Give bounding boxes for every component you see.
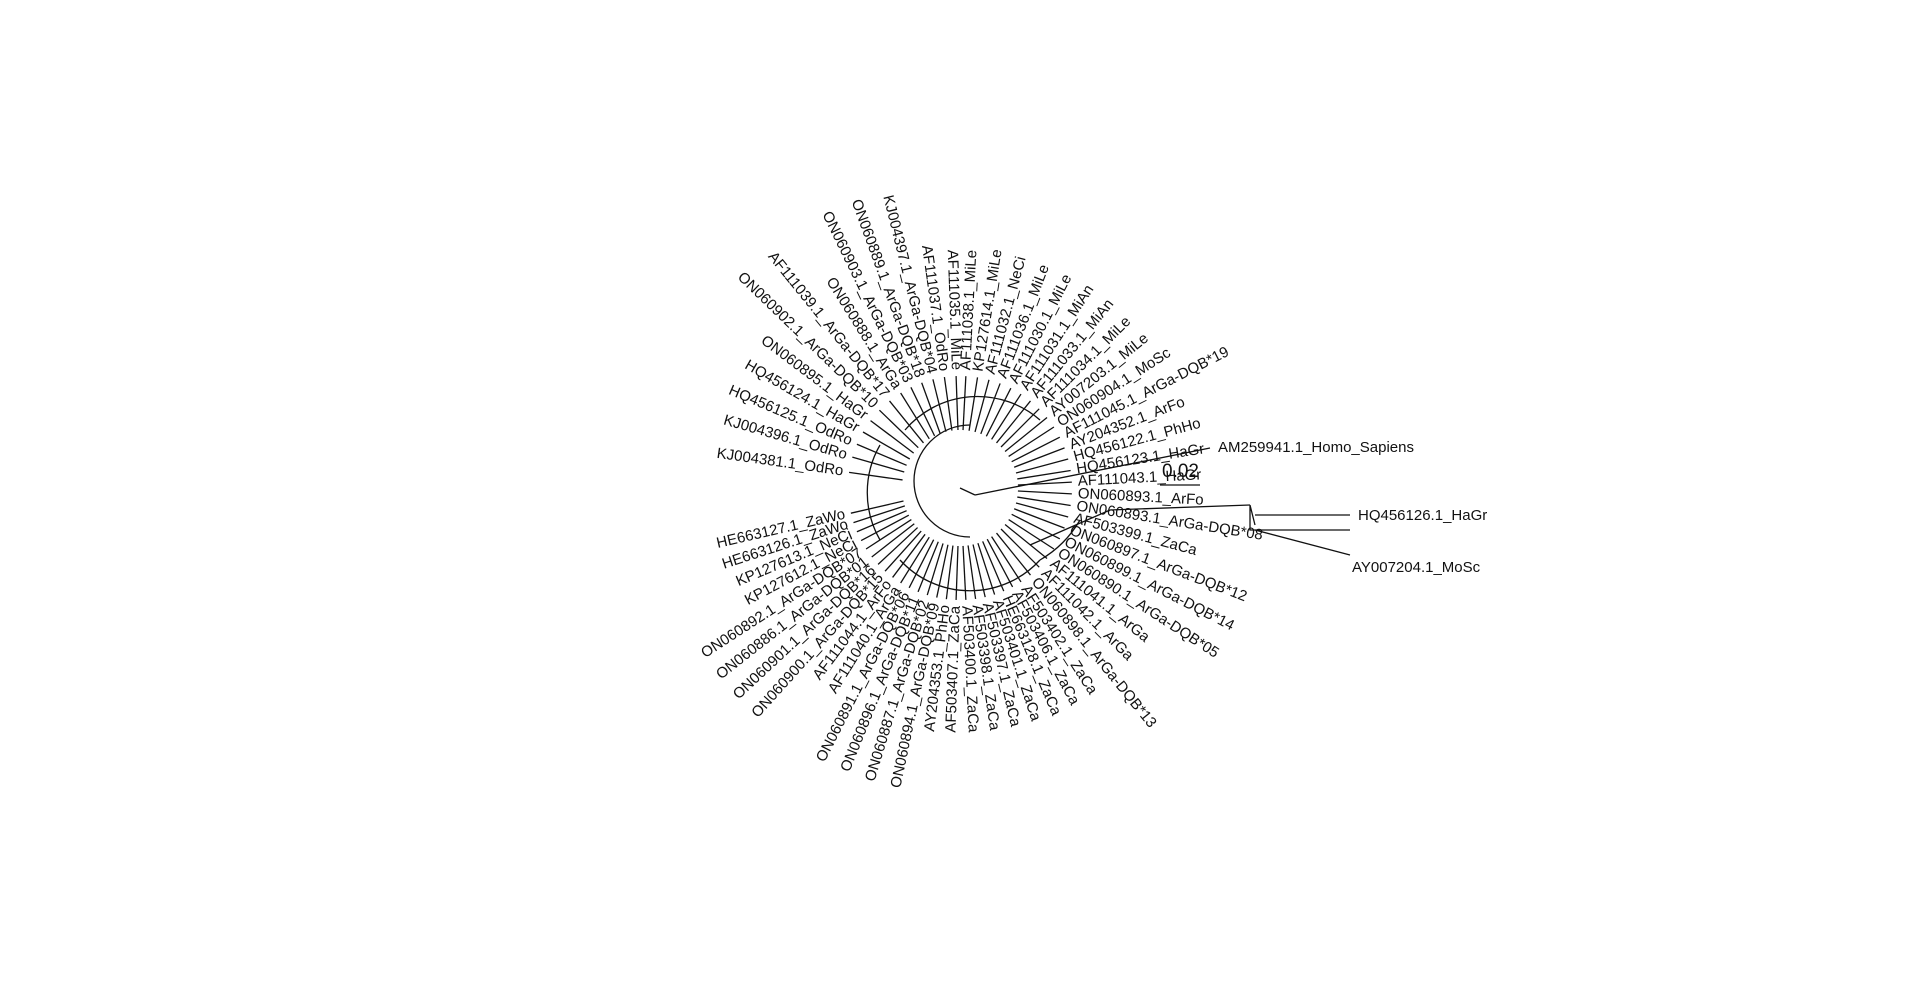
leaf-branch xyxy=(955,545,959,600)
leaf-branch xyxy=(1004,417,1048,453)
leaf-branch xyxy=(856,510,907,533)
leaf-branch xyxy=(1000,528,1040,568)
leaf-branch xyxy=(1008,426,1055,457)
leaf-branch xyxy=(991,536,1022,583)
outgroup-label: AM259941.1_Homo_Sapiens xyxy=(1218,439,1414,456)
root-stem xyxy=(959,487,976,496)
leaf-label: ON060893.1_ArFo xyxy=(1077,485,1204,509)
leaf-branch xyxy=(972,544,986,598)
tree-branches xyxy=(866,395,1351,592)
leaf-branch xyxy=(850,500,904,514)
leaf-branch xyxy=(1017,490,1072,495)
leaf-branch xyxy=(985,387,1012,437)
scale-bar: 0.02 xyxy=(1160,461,1200,486)
leaf-branch xyxy=(1013,447,1065,468)
leaf-branch xyxy=(1008,519,1055,550)
leaf-branch xyxy=(1004,523,1048,559)
leaf-branch xyxy=(878,409,919,449)
leaf-branch xyxy=(962,545,967,600)
right-clade-arc xyxy=(1039,519,1081,561)
leaf-branch xyxy=(917,541,939,593)
leaf-branch xyxy=(995,532,1031,576)
leaf-branch xyxy=(900,536,930,584)
leaf-branch xyxy=(892,533,926,578)
leaf-branch xyxy=(860,514,910,542)
leaf-branch xyxy=(856,443,907,466)
leaf-branch xyxy=(945,545,954,600)
leaf-branch xyxy=(926,543,944,596)
leaf-branch xyxy=(974,379,990,433)
leaf-branch xyxy=(955,376,959,431)
subclade-label-1: HQ456126.1_HaGr xyxy=(1358,507,1487,524)
leaf-label: AF111038.1_MiLe xyxy=(957,249,980,370)
leaf-label: AF503407.1_ZaCa xyxy=(942,605,963,733)
leaf-branch xyxy=(877,527,919,565)
leaf-branch xyxy=(968,377,979,431)
leaf-branch xyxy=(962,376,967,431)
subclade-label-2: AY007204.1_MoSc xyxy=(1352,559,1481,576)
leaf-branch xyxy=(1017,496,1071,507)
leaf-label: AF111043.1_HaGr xyxy=(1077,466,1201,489)
leaf-branch xyxy=(900,392,930,440)
leaf-label: AF111035.1_MiLe xyxy=(944,249,965,370)
leaf-branch xyxy=(932,379,947,432)
leaf-branch xyxy=(853,505,906,524)
leaf-branch xyxy=(1015,502,1069,518)
leaf-branch xyxy=(852,456,905,473)
leaf-branch xyxy=(1011,513,1061,540)
subclade-branch xyxy=(1029,504,1251,546)
leaf-branch xyxy=(991,393,1022,440)
leaf-branch xyxy=(865,519,912,550)
subclade-tips xyxy=(1254,514,1351,556)
leaf-branch xyxy=(943,376,953,431)
leaf-branch xyxy=(967,545,977,600)
outgroup-branch xyxy=(974,447,1211,496)
leaf-branch xyxy=(848,471,903,481)
leaf-labels: KJ004381.1_OdRoKJ004396.1_OdRoHQ456125.1… xyxy=(698,193,1264,789)
leaf-branch xyxy=(977,542,996,595)
subclade-split xyxy=(1249,504,1350,531)
leaf-branch xyxy=(871,523,915,558)
leaf-branch xyxy=(936,544,949,598)
leaf-branch xyxy=(889,400,925,444)
leaf-branches xyxy=(848,376,1072,600)
leaf-branch xyxy=(1000,408,1040,448)
left-clade-arc xyxy=(866,444,881,541)
leaf-branch xyxy=(1013,508,1065,529)
leaf-branch xyxy=(1017,469,1071,480)
leaf-branch xyxy=(908,539,935,589)
leaf-branch xyxy=(982,541,1005,592)
leaf-branch xyxy=(870,420,915,454)
leaf-branch xyxy=(1011,436,1061,463)
leaf-branch xyxy=(1015,458,1069,474)
leaf-branch xyxy=(921,382,941,434)
leaf-branch xyxy=(910,387,936,437)
scale-bar-label: 0.02 xyxy=(1162,461,1199,482)
leaf-branch xyxy=(884,530,922,572)
leaf-label: AF503400.1_ZaCa xyxy=(958,605,982,733)
leaf-branch xyxy=(980,383,1001,435)
leaf-branch xyxy=(986,538,1014,588)
leaf-branch xyxy=(862,431,911,460)
leaf-branch xyxy=(995,400,1031,444)
leaf-branch xyxy=(1017,481,1072,486)
